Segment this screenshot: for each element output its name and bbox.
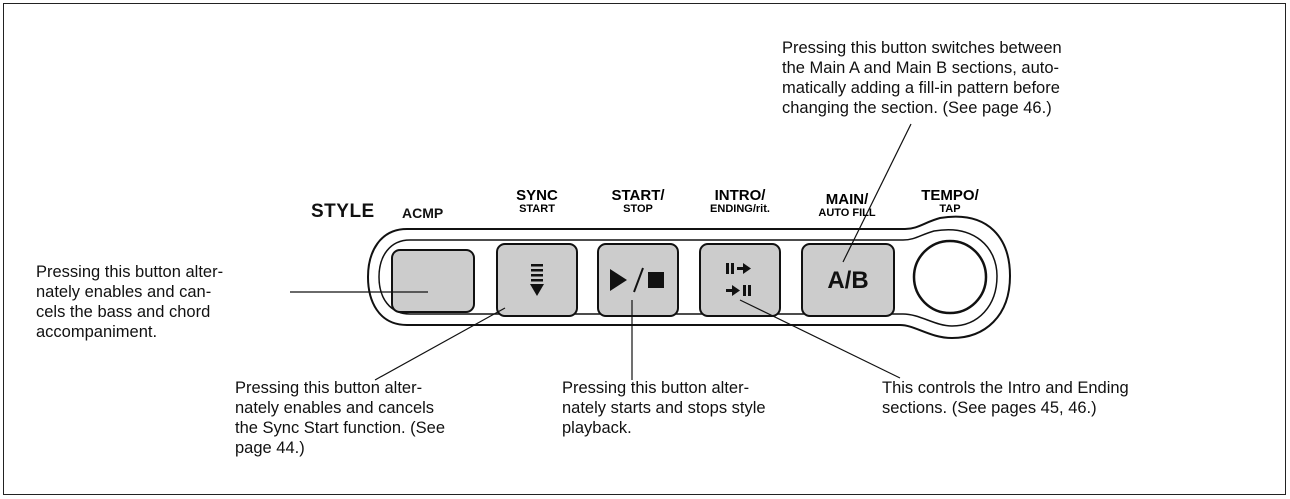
sync-start-label: SYNC START (516, 187, 558, 215)
acmp-label: ACMP (402, 205, 444, 221)
leader-line-sync-start (374, 307, 506, 381)
figure-frame (3, 3, 1286, 495)
note-intro-ending: This controls the Intro and Ending secti… (882, 379, 1129, 417)
intro-ending-icon (726, 263, 751, 296)
intro-ending-button[interactable] (699, 243, 781, 317)
style-group-label: STYLE (311, 201, 375, 222)
intro-ending-label: INTRO/ ENDING/rit. (710, 187, 770, 215)
main-autofill-button[interactable] (801, 243, 895, 317)
main-autofill-label: MAIN/ AUTO FILL (818, 191, 876, 219)
tempo-tap-button[interactable] (912, 239, 988, 315)
note-sync-start: Pressing this button alter- nately enabl… (235, 379, 446, 457)
note-main-ab: Pressing this button switches between th… (782, 39, 1062, 117)
start-stop-label: START/ STOP (611, 187, 665, 215)
leader-line-main-ab (842, 123, 912, 263)
note-acmp: Pressing this button alter- nately enabl… (36, 263, 224, 341)
acmp-button[interactable] (391, 249, 475, 313)
ab-glyph: A/B (827, 267, 868, 294)
leader-line-intro-ending (739, 299, 901, 379)
play-stop-icon (610, 267, 664, 293)
sync-start-icon (530, 264, 544, 296)
tempo-tap-label: TEMPO/ TAP (921, 187, 979, 215)
note-start-stop: Pressing this button alter- nately start… (562, 379, 766, 437)
